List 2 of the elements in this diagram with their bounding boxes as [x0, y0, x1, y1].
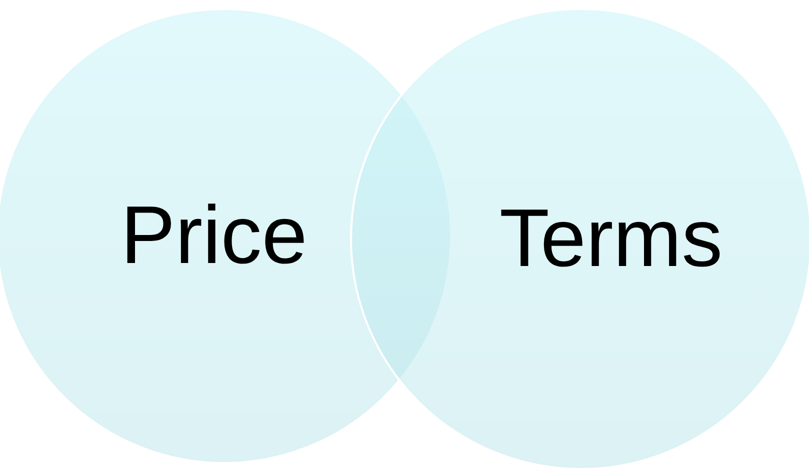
circle-label: Price	[120, 189, 308, 283]
circle-label: Terms	[499, 192, 723, 286]
